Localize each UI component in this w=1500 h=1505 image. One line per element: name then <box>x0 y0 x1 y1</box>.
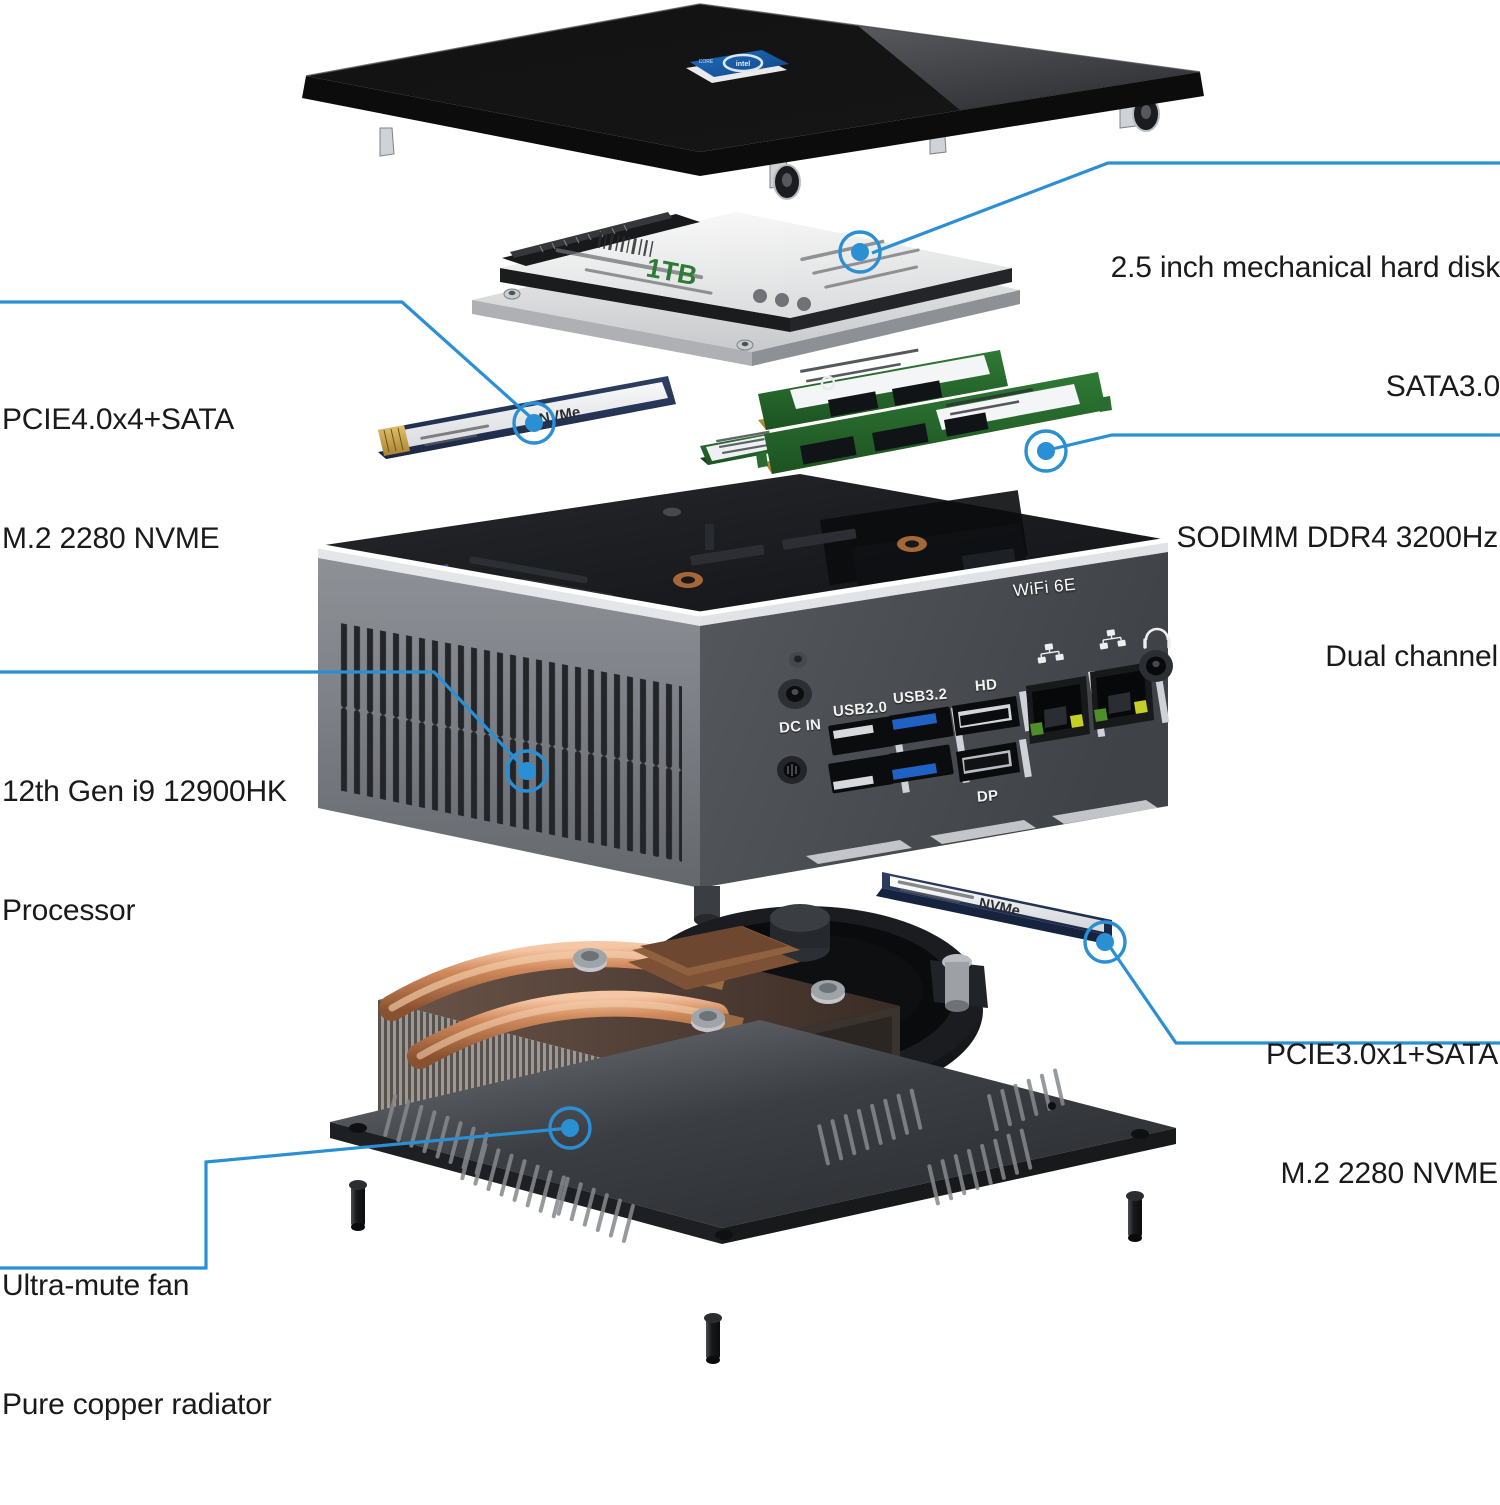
svg-text:intel: intel <box>736 61 750 68</box>
screw <box>1126 1191 1144 1242</box>
leader-m2-top <box>0 300 538 424</box>
callout-leaders <box>0 161 1500 1270</box>
mounting-screws <box>349 1180 1144 1364</box>
port-label-hd: HD <box>974 676 998 695</box>
callout-line-2: M.2 2280 NVME <box>1280 1157 1499 1191</box>
callout-line-2: SATA3.0 <box>1385 370 1500 404</box>
exploded-diagram: intel CORE <box>0 3 1500 1421</box>
sodimm-rear <box>758 348 1008 430</box>
callout-line-1: Ultra-mute fan <box>2 1268 190 1302</box>
leader-m2-bottom <box>1106 943 1500 1045</box>
leader-processor <box>0 670 528 772</box>
leader-hard-disk <box>871 161 1500 255</box>
callout-line-2: Pure copper radiator <box>2 1388 272 1422</box>
screw <box>349 1180 367 1231</box>
dc-secondary-port <box>777 756 807 784</box>
cooler-screws <box>573 948 845 1032</box>
callout-line-2: M.2 2280 NVME <box>2 522 220 556</box>
callout-line-1: PCIE3.0x1+SATA <box>1265 1037 1498 1071</box>
callout-label-cooling: Ultra-mute fan Pure copper radiator <box>2 1186 422 1505</box>
callout-line-1: SODIMM DDR4 3200Hz <box>1176 520 1499 554</box>
hard-disk-assembly: 1TB <box>472 212 1020 366</box>
svg-text:CORE: CORE <box>699 59 714 65</box>
callout-label-m2-slot-top: PCIE4.0x4+SATA M.2 2280 NVME <box>2 320 462 639</box>
callout-line-1: PCIE4.0x4+SATA <box>2 402 235 436</box>
callout-dot-m2-top <box>512 401 556 445</box>
lan-port-2 <box>1090 629 1170 730</box>
callout-dot-processor <box>505 749 549 793</box>
sodimm-front <box>756 372 1112 474</box>
callout-label-processor: 12th Gen i9 12900HK Processor <box>2 692 422 1011</box>
callout-line-2: Dual channel <box>1325 640 1498 674</box>
callout-dot-cooling <box>548 1106 592 1150</box>
chassis <box>317 474 1173 926</box>
callout-dot-hard-disk <box>838 230 882 274</box>
leader-cooling <box>0 1126 571 1270</box>
memory-modules <box>756 348 1112 474</box>
usb2-ports <box>828 716 910 794</box>
port-label-dp: DP <box>976 787 1000 806</box>
callout-line-1: 2.5 inch mechanical hard disk <box>1110 250 1500 284</box>
callout-label-memory: SODIMM DDR4 3200Hz Dual channel <box>1138 438 1499 757</box>
callout-line-1: 12th Gen i9 12900HK <box>2 774 287 808</box>
callout-dot-memory <box>1024 429 1068 473</box>
callout-label-m2-slot-bottom: PCIE3.0x1+SATA M.2 2280 NVME <box>1230 955 1498 1274</box>
callout-markers <box>505 230 1127 1150</box>
rear-io-panel <box>777 627 1173 794</box>
callout-dot-m2-bottom <box>1083 920 1127 964</box>
dc-in-port <box>778 679 812 709</box>
product-illustration: intel CORE <box>0 3 1500 1364</box>
cooler-assembly <box>330 904 1176 1364</box>
displayport-port <box>956 738 1032 782</box>
audio-jack <box>1139 627 1173 682</box>
m2-ssd-bottom: NVMe <box>876 872 1112 944</box>
leader-memory <box>1047 433 1500 452</box>
bottom-plate <box>330 1020 1176 1244</box>
callout-line-2: Processor <box>2 894 136 928</box>
screw <box>704 1313 722 1364</box>
lan-port-1 <box>1026 643 1106 744</box>
top-cover: intel CORE <box>302 3 1204 200</box>
intel-badge: intel CORE <box>686 50 789 83</box>
callout-label-hard-disk: 2.5 inch mechanical hard disk SATA3.0 <box>1060 168 1500 487</box>
